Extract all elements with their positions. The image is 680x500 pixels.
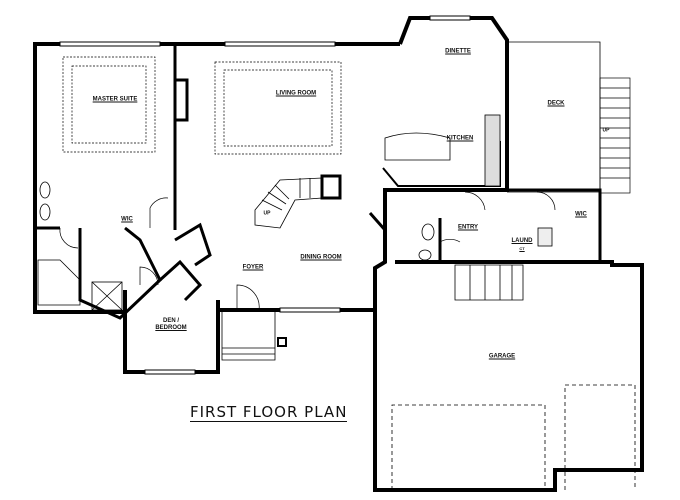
exterior-wall-top-left [33, 42, 400, 314]
stair-up-marker-main: UP [263, 210, 271, 217]
den-line1: DEN / [162, 318, 179, 324]
label-den-bedroom: DEN /BEDROOM [155, 318, 186, 332]
label-deck: DECK [547, 100, 565, 107]
stair-up-marker-deck: UP [602, 127, 610, 134]
label-garage: GARAGE [488, 353, 516, 360]
label-dinette: DINETTE [445, 48, 471, 55]
plan-title: FIRST FLOOR PLAN [190, 403, 348, 422]
label-laundry: LAUND CT [512, 238, 533, 252]
front-porch [221, 312, 287, 361]
stair-newel [320, 174, 342, 200]
main-stairs [254, 177, 524, 301]
garage-doors [391, 384, 636, 490]
tray-ceilings [62, 56, 342, 155]
wall-closet [158, 259, 203, 302]
den-line2: BEDROOM [155, 325, 187, 331]
bath-fixtures [37, 181, 553, 311]
label-wic-master: WIC [121, 216, 133, 223]
garage-wall [373, 260, 644, 492]
laundry-note: CT [519, 246, 525, 251]
label-dining-room: DINING ROOM [300, 254, 342, 261]
deck-outline [507, 41, 601, 193]
kitchen-island [384, 132, 451, 161]
label-living-room: LIVING ROOM [275, 90, 317, 97]
deck-stairs [599, 77, 631, 194]
kitchen-cabinets [484, 114, 501, 187]
wall-hall [174, 222, 212, 267]
label-master-suite: MASTER SUITE [92, 96, 138, 103]
laundry-name: LAUND [511, 238, 533, 244]
kitchen-counter [382, 141, 501, 187]
label-wic-entry: WIC [575, 211, 587, 218]
label-kitchen: KITCHEN [446, 135, 474, 142]
fireplace [173, 78, 189, 122]
mudroom-wall [485, 188, 602, 262]
windows [59, 15, 471, 375]
door-swings [59, 191, 556, 311]
label-foyer: FOYER [242, 264, 264, 271]
wall-dining-kitchen [368, 212, 387, 262]
label-entry: ENTRY [457, 224, 479, 231]
